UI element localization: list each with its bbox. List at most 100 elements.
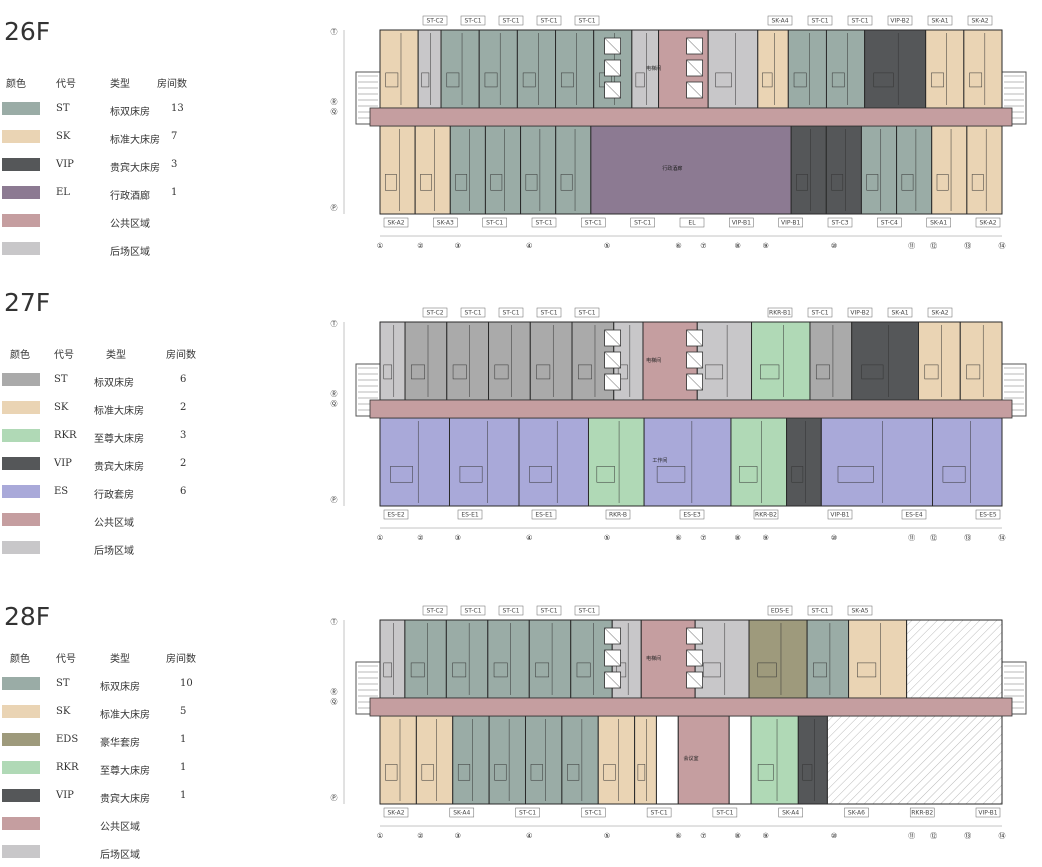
room-top — [640, 619, 696, 699]
legend-code: VIP — [54, 458, 72, 469]
bed-mark — [390, 466, 413, 483]
legend-row: 后场区域 — [0, 240, 215, 258]
legend-type: 标准大床房 — [94, 406, 144, 417]
room-tag-bottom — [729, 217, 754, 228]
axis-number: ⑥ — [675, 242, 681, 250]
axis-number: ① — [377, 832, 383, 840]
room-tag-bottom — [926, 217, 951, 228]
axis-number: ⑥ — [675, 534, 681, 542]
room-tag-top-text: ST-C1 — [811, 18, 828, 25]
bed-mark — [536, 364, 551, 380]
legend-header: 颜色 代号 类型 房间数 — [10, 654, 196, 665]
room-label: 电梯间 — [646, 357, 661, 364]
legend-swatch — [2, 242, 40, 255]
room-tag-top-text: ST-C1 — [540, 18, 557, 25]
bed-mark — [757, 764, 774, 781]
room-top — [379, 619, 406, 699]
room-top — [925, 29, 965, 109]
legend-header: 颜色 代号 类型 房间数 — [10, 350, 196, 361]
room-bottom — [931, 125, 968, 215]
bed-mark — [385, 174, 397, 191]
room-tag-top-text: VIP-B2 — [890, 18, 909, 25]
legend-swatch — [2, 214, 40, 227]
room-top — [478, 29, 518, 109]
room-top — [751, 321, 811, 401]
room-bottom — [449, 125, 486, 215]
axis-number: ⑫ — [930, 242, 937, 250]
bed-mark — [901, 174, 914, 191]
bed-mark — [561, 72, 574, 88]
room-tag-top-text: VIP-B2 — [850, 310, 869, 317]
room-bottom — [414, 125, 451, 215]
room-tag-bottom — [531, 509, 557, 520]
legend-count: 1 — [180, 734, 187, 745]
bed-mark — [971, 174, 984, 191]
room-top — [488, 321, 531, 401]
legend-type: 至尊大床房 — [94, 434, 144, 445]
room-tag-bottom — [646, 807, 672, 818]
room-top — [848, 619, 908, 699]
room-tag-bottom-text: SK-A2 — [387, 220, 404, 227]
room-top — [417, 29, 442, 109]
room-tag-bottom — [383, 217, 409, 228]
bed-mark — [576, 662, 591, 678]
room-top — [959, 321, 1003, 401]
bed-mark — [385, 72, 399, 88]
bed-mark — [760, 364, 780, 380]
room-tag-top — [887, 307, 913, 318]
room-label: 会议室 — [683, 755, 698, 762]
room-tag-bottom-text: ES-E1 — [535, 512, 553, 519]
legend-code: RKR — [56, 762, 79, 773]
bed-mark — [866, 174, 879, 191]
room-bottom — [896, 125, 933, 215]
room-tag-top-text: ST-C2 — [426, 18, 443, 25]
room-tag-top-text: ST-C2 — [426, 310, 443, 317]
axis-number: ⑦ — [700, 832, 706, 840]
room-top — [851, 321, 920, 401]
room-tag-bottom — [877, 217, 902, 228]
bed-mark — [490, 174, 503, 191]
axis-letter: Ⓣ — [331, 618, 338, 626]
legend-code: SK — [56, 706, 71, 717]
axis-letter: Ⓟ — [331, 794, 338, 802]
room-bottom — [825, 125, 862, 215]
room-tag-top-text: ST-C1 — [851, 18, 868, 25]
room-bottom — [488, 715, 526, 805]
bed-mark — [715, 72, 732, 88]
legend-type: 后场区域 — [110, 247, 150, 258]
bed-mark — [762, 72, 773, 88]
axis-number: ⑪ — [908, 534, 915, 542]
legend-type: 公共区域 — [94, 518, 134, 529]
floor-title-26f: 26F — [4, 17, 51, 46]
axis-number: ② — [417, 832, 423, 840]
legend-count: 6 — [180, 374, 187, 385]
room-bottom — [415, 715, 454, 805]
axis-letter: Ⓣ — [331, 320, 338, 328]
room-top — [555, 29, 595, 109]
corridor — [369, 107, 1013, 127]
room-bottom — [379, 417, 450, 507]
room-top — [379, 321, 406, 401]
legend-count: 1 — [180, 762, 187, 773]
room-tag-top — [574, 605, 600, 616]
room-bottom — [826, 715, 1003, 805]
room-label: 电梯间 — [646, 655, 661, 662]
room-tag-top — [807, 15, 833, 26]
bed-mark — [857, 662, 877, 678]
legend-type: 贵宾大床房 — [110, 163, 160, 174]
room-bottom — [655, 715, 679, 805]
room-tag-top-text: ST-C1 — [578, 18, 595, 25]
room-tag-top — [422, 15, 448, 26]
room-tag-top — [887, 15, 913, 26]
room-tag-bottom — [909, 807, 935, 818]
axis-number: ⑬ — [964, 832, 971, 840]
room-tag-top-text: EDS-E — [771, 608, 789, 615]
legend-count: 3 — [171, 159, 178, 170]
room-tag-bottom-text: ST-C1 — [486, 220, 503, 227]
